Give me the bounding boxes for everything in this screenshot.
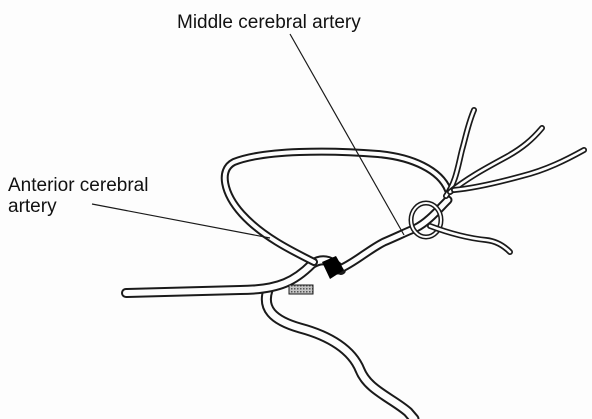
anterior-cerebral-artery-label-line1: Anterior cerebral — [8, 175, 148, 196]
anterior-cerebral-artery-label: Anterior cerebral artery — [8, 175, 148, 217]
stippled-segment — [289, 285, 313, 294]
middle-cerebral-artery-label: Middle cerebral artery — [177, 12, 361, 33]
anterior-cerebral-artery-label-line2: artery — [8, 196, 148, 217]
distal-branches — [430, 110, 584, 252]
lower-vessel — [266, 290, 414, 419]
mca-leader-line — [290, 34, 404, 235]
